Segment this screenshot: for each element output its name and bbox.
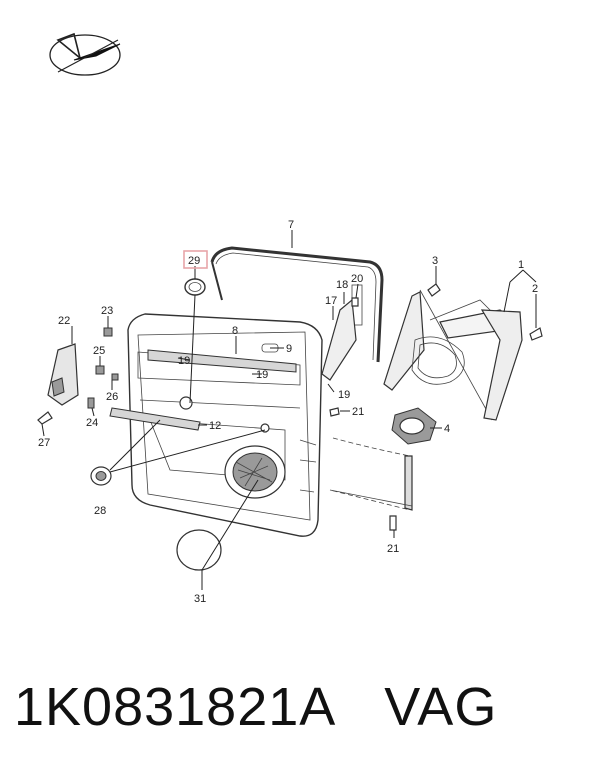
fasteners — [37, 283, 543, 531]
callout-21-a: 21 — [352, 406, 364, 418]
callout-2: 2 — [532, 283, 538, 295]
door-inner-panel — [127, 313, 323, 537]
rear-guide-rail — [321, 298, 357, 381]
brand-name: VAG — [384, 677, 498, 737]
callout-23: 23 — [101, 305, 113, 317]
speaker-cover-31 — [176, 529, 222, 571]
callout-19-b: 19 — [256, 369, 268, 381]
callout-4: 4 — [444, 423, 450, 435]
highlight-box-29 — [183, 250, 208, 269]
callout-labels: 7 29 3 1 2 18 20 17 22 23 8 9 25 19 19 1… — [38, 219, 538, 605]
arrow-badge-icon — [49, 32, 121, 76]
window-regulator — [383, 289, 523, 421]
callout-20: 20 — [351, 273, 363, 285]
trim-panel-strip — [329, 437, 413, 511]
callout-26: 26 — [106, 391, 118, 403]
callout-25: 25 — [93, 345, 105, 357]
callout-8: 8 — [232, 325, 238, 337]
callout-29: 29 — [188, 255, 200, 267]
callout-24: 24 — [86, 417, 98, 429]
callout-31: 31 — [194, 593, 206, 605]
callout-21-b: 21 — [387, 543, 399, 555]
callout-12: 12 — [209, 420, 221, 432]
callout-1: 1 — [518, 259, 524, 271]
grommet-28 — [90, 466, 112, 486]
callout-19-c: 19 — [338, 389, 350, 401]
part-number: 1K0831821A — [14, 677, 337, 737]
callout-28: 28 — [94, 505, 106, 517]
leader-lines — [41, 230, 537, 590]
callout-22: 22 — [58, 315, 70, 327]
part-29-seal-ring — [184, 278, 206, 296]
callout-27: 27 — [38, 437, 50, 449]
callout-19-a: 19 — [178, 355, 190, 367]
sealing-strip — [109, 407, 201, 431]
callout-18: 18 — [336, 279, 348, 291]
callout-3: 3 — [432, 255, 438, 267]
window-motor — [391, 407, 437, 445]
callout-7: 7 — [288, 219, 294, 231]
callout-9: 9 — [286, 343, 292, 355]
door-hinge-bracket — [47, 343, 79, 406]
part-number-caption: 1K0831821A VAG — [14, 676, 594, 746]
callout-17: 17 — [325, 295, 337, 307]
